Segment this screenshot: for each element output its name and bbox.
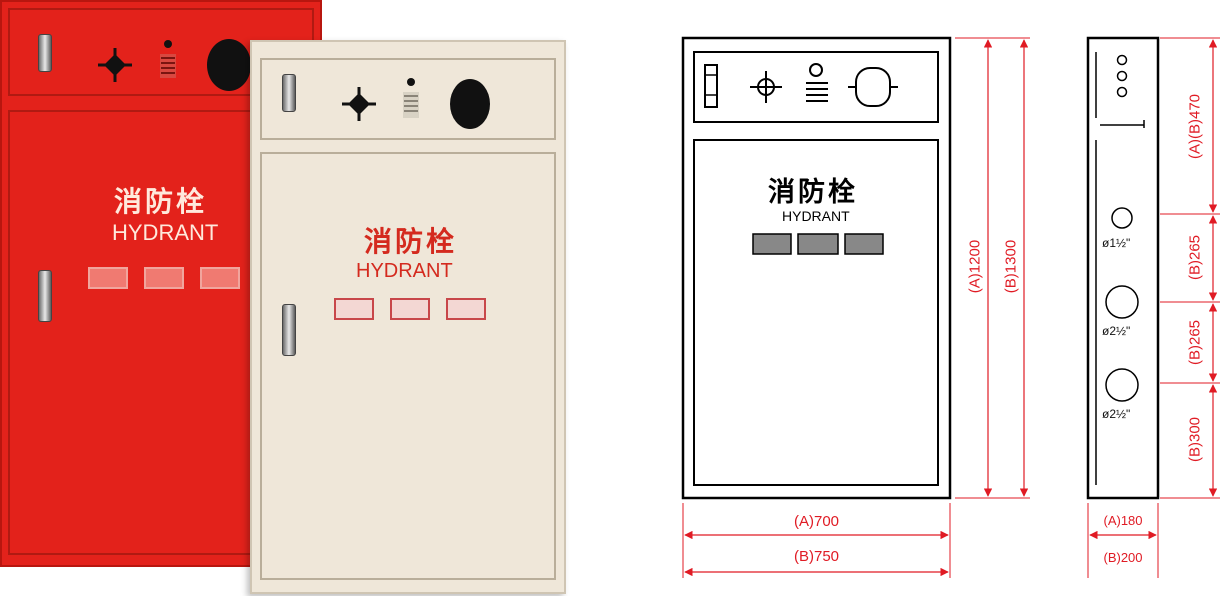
side-bottom-section-label: (B)300 — [1186, 416, 1204, 463]
red-valve-cross-icon — [98, 48, 132, 82]
red-title-cn: 消防栓 — [114, 185, 208, 218]
cream-cabinet-lower-door — [260, 152, 556, 580]
front-pressure-indicator-icon — [806, 63, 828, 102]
front-title-cn: 消防栓 — [768, 177, 858, 208]
front-width-a-label: (A)700 — [793, 513, 840, 530]
side-view-outline — [1086, 36, 1160, 500]
red-door-handle-icon — [38, 270, 52, 322]
outlet-2-diameter: ø2½" — [1102, 324, 1131, 338]
red-pictogram-2-icon — [144, 267, 184, 289]
red-pressure-indicator-icon — [160, 40, 176, 78]
side-top-section-label: (A)(B)470 — [1186, 93, 1204, 160]
front-height-dimensions — [955, 37, 1030, 499]
side-valve-holes-icon — [1116, 54, 1128, 98]
front-view-outline — [681, 36, 952, 500]
red-hose-reel-gauge-icon — [207, 39, 251, 91]
cream-title-en: HYDRANT — [356, 260, 453, 282]
front-pictograms-icon — [752, 233, 884, 255]
front-title-en: HYDRANT — [782, 208, 850, 224]
cream-door-handle-icon — [282, 304, 296, 356]
red-title-en: HYDRANT — [112, 220, 219, 245]
red-pictogram-1-icon — [88, 267, 128, 289]
cream-title-cn: 消防栓 — [364, 225, 458, 258]
side-mid-section-2-label: (B)265 — [1186, 319, 1204, 366]
cream-hose-reel-gauge-icon — [450, 79, 490, 129]
cream-cabinet-upper-symbols — [342, 78, 490, 129]
cream-cabinet-upper-compartment — [260, 58, 556, 140]
cream-valve-cross-icon — [342, 87, 376, 121]
front-hose-gauge-icon — [848, 67, 898, 107]
red-pictogram-3-icon — [200, 267, 240, 289]
red-upper-handle-icon — [38, 34, 52, 72]
cream-pictogram-2-icon — [390, 298, 430, 320]
front-height-b-label: (B)1300 — [1002, 239, 1020, 294]
side-outlet-holes-icon — [1105, 207, 1139, 402]
side-depth-a-label: (A)180 — [1103, 513, 1143, 528]
side-depth-dimensions — [1087, 503, 1159, 578]
side-section-dimensions — [1160, 37, 1220, 499]
cream-upper-handle-icon — [282, 74, 296, 112]
cream-pictogram-3-icon — [446, 298, 486, 320]
side-depth-b-label: (B)200 — [1103, 550, 1143, 565]
front-width-dimensions — [682, 503, 951, 578]
red-cabinet-upper-symbols — [98, 39, 251, 91]
front-valve-cross-icon — [750, 71, 782, 103]
cream-pressure-indicator-icon — [403, 78, 419, 118]
outlet-1-diameter: ø1½" — [1102, 236, 1131, 250]
outlet-3-diameter: ø2½" — [1102, 407, 1131, 421]
front-handle-icon — [704, 64, 718, 108]
front-width-b-label: (B)750 — [793, 548, 840, 565]
cream-pictogram-1-icon — [334, 298, 374, 320]
cream-hydrant-cabinet-photo: 消防栓 HYDRANT — [250, 40, 566, 594]
front-height-a-label: (A)1200 — [966, 239, 984, 294]
